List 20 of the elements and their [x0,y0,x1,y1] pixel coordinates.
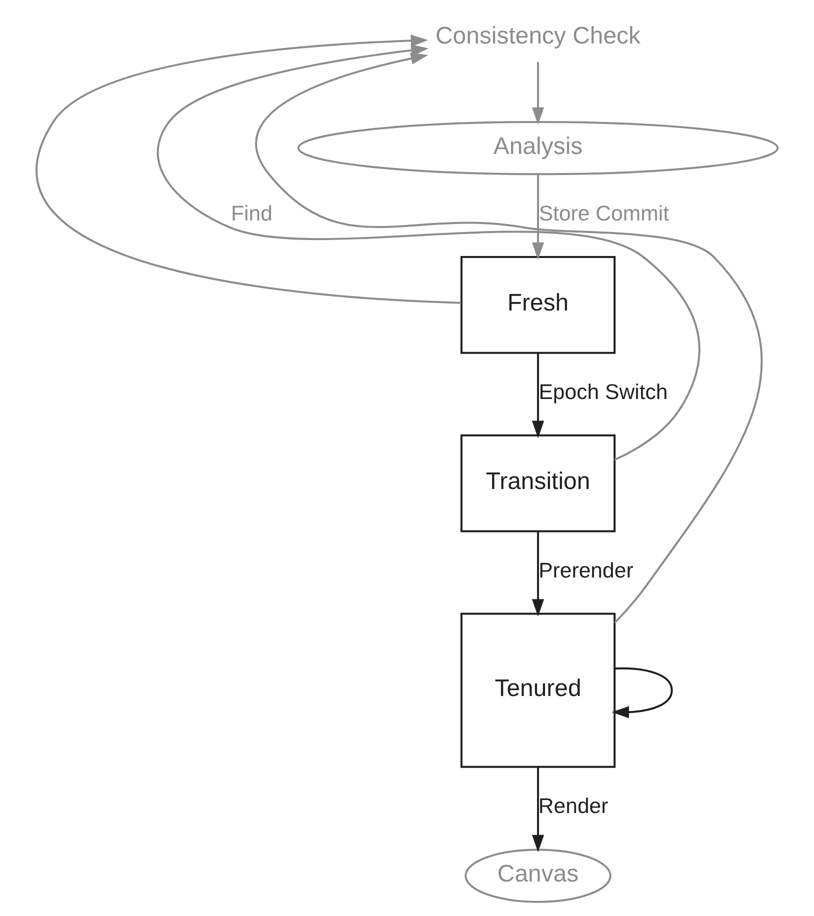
node-text: Consistency Check [436,22,641,50]
node-ellipse: Analysis [297,120,779,176]
arrow [157,44,700,461]
arrow [612,667,673,718]
arrow [532,174,544,260]
arrow [532,532,544,617]
arrow [532,62,544,125]
arrow [532,767,544,852]
edge-label: Find [231,202,272,226]
edge-label: Render [538,794,608,818]
edge-label: Epoch Switch [538,380,668,404]
edge-label: Store Commit [538,202,670,226]
arrow [37,34,462,304]
node-box: Transition [460,434,616,532]
node-box: Tenured [460,612,616,768]
edge-label: Prerender [538,558,634,583]
node-box: Fresh [460,256,616,354]
arrow [532,352,544,438]
arrow [255,52,763,624]
node-ellipse: Canvas [464,848,612,903]
